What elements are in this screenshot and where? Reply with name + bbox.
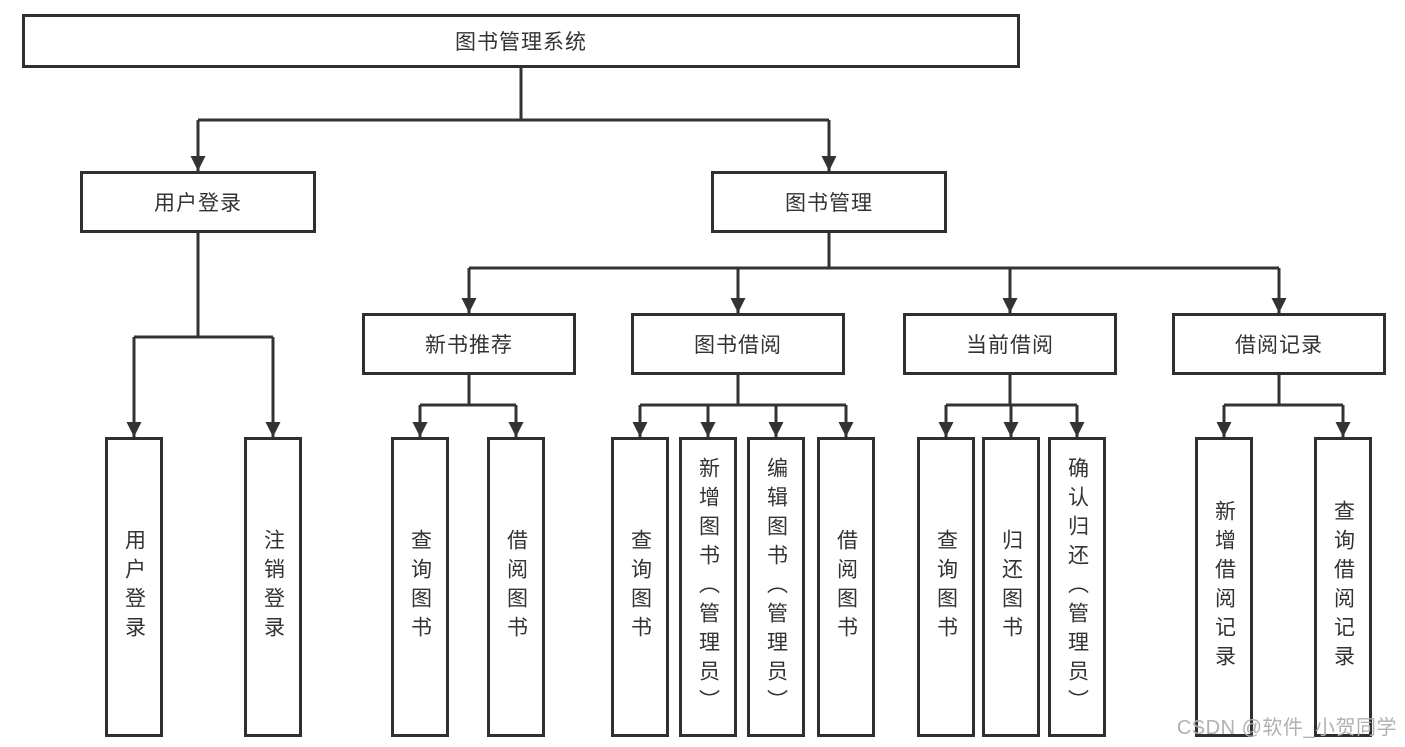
node-label: 图书借阅 (694, 334, 782, 357)
leaf-query-books-current: 查询图书 (917, 437, 975, 737)
leaf-confirm-return-admin: 确认归还（管理员） (1048, 437, 1106, 737)
node-label: 确认归还（管理员） (1065, 456, 1089, 718)
node-library-management-system: 图书管理系统 (22, 14, 1020, 68)
node-label: 图书管理 (785, 192, 873, 215)
node-label: 借阅记录 (1235, 334, 1323, 357)
node-label: 图书管理系统 (455, 31, 587, 54)
leaf-add-borrowing-record: 新增借阅记录 (1195, 437, 1253, 737)
edge-new-book-recommend-rail (420, 375, 516, 407)
node-label: 归还图书 (999, 529, 1023, 645)
node-label: 用户登录 (154, 192, 242, 215)
leaf-query-books-recommend: 查询图书 (391, 437, 449, 737)
node-label: 新增图书（管理员） (696, 456, 720, 718)
edge-borrowing-records-rail (1224, 375, 1343, 407)
node-label: 查询图书 (934, 529, 958, 645)
node-label: 查询图书 (628, 529, 652, 645)
node-label: 新增借阅记录 (1212, 500, 1236, 674)
node-label: 借阅图书 (504, 529, 528, 645)
node-label: 查询图书 (408, 529, 432, 645)
node-label: 注销登录 (261, 529, 285, 645)
edge-root-rail (198, 68, 829, 122)
node-borrowing-records: 借阅记录 (1172, 313, 1386, 375)
watermark: CSDN @软件_小贺同学 (1176, 717, 1397, 739)
node-new-book-recommendation: 新书推荐 (362, 313, 576, 375)
edge-current-borrowing-rail (946, 375, 1077, 407)
leaf-logout: 注销登录 (244, 437, 302, 737)
leaf-query-borrowing-record: 查询借阅记录 (1314, 437, 1372, 737)
node-label: 借阅图书 (834, 529, 858, 645)
edge-book-borrowing-rail (640, 375, 846, 407)
node-book-borrowing: 图书借阅 (631, 313, 845, 375)
leaf-user-login: 用户登录 (105, 437, 163, 737)
node-label: 当前借阅 (966, 334, 1054, 357)
node-label: 编辑图书（管理员） (764, 456, 788, 718)
edge-user-login-rail (134, 233, 273, 339)
node-label: 新书推荐 (425, 334, 513, 357)
node-current-borrowing: 当前借阅 (903, 313, 1117, 375)
edge-book-management-rail (469, 233, 1279, 270)
leaf-add-books-admin: 新增图书（管理员） (679, 437, 737, 737)
node-user-login-branch: 用户登录 (80, 171, 316, 233)
node-book-management-branch: 图书管理 (711, 171, 947, 233)
leaf-borrow-books-recommend: 借阅图书 (487, 437, 545, 737)
leaf-return-books: 归还图书 (982, 437, 1040, 737)
leaf-edit-books-admin: 编辑图书（管理员） (747, 437, 805, 737)
node-label: 查询借阅记录 (1331, 500, 1355, 674)
leaf-borrow-books-borrowing: 借阅图书 (817, 437, 875, 737)
leaf-query-books-borrowing: 查询图书 (611, 437, 669, 737)
node-label: 用户登录 (122, 529, 146, 645)
